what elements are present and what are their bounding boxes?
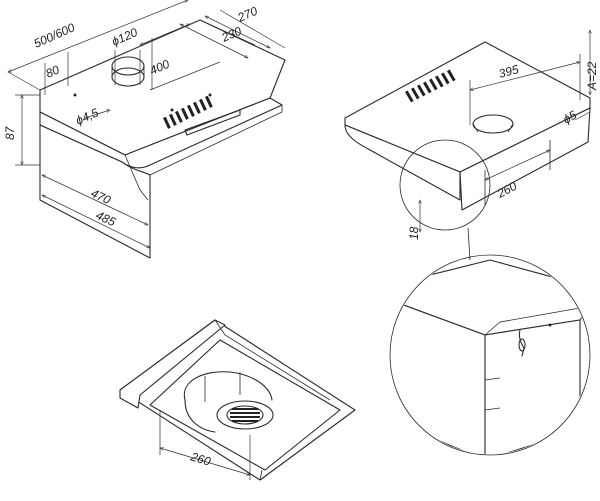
fan-housing: [183, 371, 273, 401]
vent-slots: [163, 95, 213, 129]
dim-height: 87: [3, 125, 17, 140]
rear-front-lip: [344, 124, 461, 201]
detail-magnified: [389, 254, 591, 456]
detail-leader: [467, 227, 471, 261]
dim-80: 80: [44, 62, 62, 80]
dim-width: 500/600: [32, 20, 78, 51]
dim-depth: 270: [235, 4, 260, 25]
rear-vent-slots: [405, 69, 456, 103]
light-strip: [184, 109, 241, 136]
hood-rear-view: 395 A=22 ϕ5 260 18: [344, 30, 599, 240]
dim-18: 18: [407, 226, 421, 240]
dim-hole-5: ϕ5: [561, 108, 580, 127]
dim-duct-diameter: ϕ120: [110, 25, 140, 49]
fan-grille: [216, 400, 274, 430]
detail-magnified-circle: [389, 254, 591, 456]
dim-a-value: A=22: [585, 61, 599, 91]
hood-top-view: 500/600 270 230 400 ϕ120 80 ϕ4,5 87 470 …: [3, 0, 286, 259]
hood-underside-view: 260: [119, 319, 356, 481]
detail-circle: [399, 139, 491, 231]
dim-395: 395: [497, 62, 520, 81]
dim-bottom-260: 260: [188, 449, 213, 469]
